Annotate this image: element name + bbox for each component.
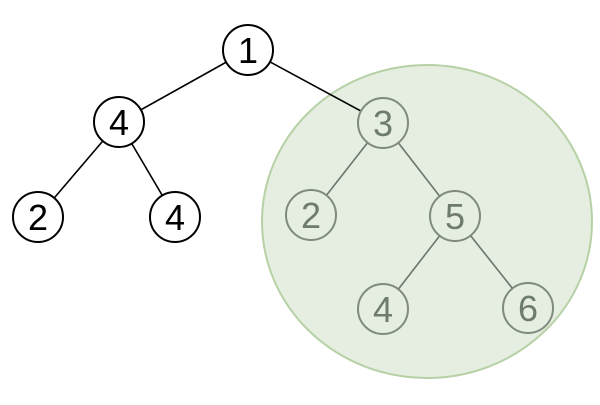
node-circle bbox=[357, 283, 409, 335]
node-value: 4 bbox=[373, 289, 393, 330]
tree-nodes: 1 4 2 4 3 2 bbox=[12, 24, 554, 335]
tree-node-right-right: 5 bbox=[429, 190, 481, 242]
node-value: 5 bbox=[445, 196, 465, 237]
node-circle bbox=[12, 191, 64, 243]
node-value: 2 bbox=[28, 197, 48, 238]
node-value: 2 bbox=[301, 195, 321, 236]
tree-node-left-right: 4 bbox=[149, 191, 201, 243]
node-circle bbox=[93, 96, 145, 148]
node-circle bbox=[357, 97, 409, 149]
tree-node-right-left: 2 bbox=[285, 189, 337, 241]
node-circle bbox=[222, 24, 274, 76]
tree-node-right-right-right: 6 bbox=[502, 282, 554, 334]
tree-node-right-right-left: 4 bbox=[357, 283, 409, 335]
node-value: 6 bbox=[518, 288, 538, 329]
tree-node-left: 4 bbox=[93, 96, 145, 148]
node-value: 1 bbox=[238, 30, 258, 71]
node-value: 4 bbox=[165, 197, 185, 238]
node-value: 4 bbox=[109, 102, 129, 143]
tree-node-root: 1 bbox=[222, 24, 274, 76]
tree-node-right: 3 bbox=[357, 97, 409, 149]
node-value: 3 bbox=[373, 103, 393, 144]
node-circle bbox=[149, 191, 201, 243]
node-circle bbox=[502, 282, 554, 334]
node-circle bbox=[285, 189, 337, 241]
node-circle bbox=[429, 190, 481, 242]
tree-node-left-left: 2 bbox=[12, 191, 64, 243]
